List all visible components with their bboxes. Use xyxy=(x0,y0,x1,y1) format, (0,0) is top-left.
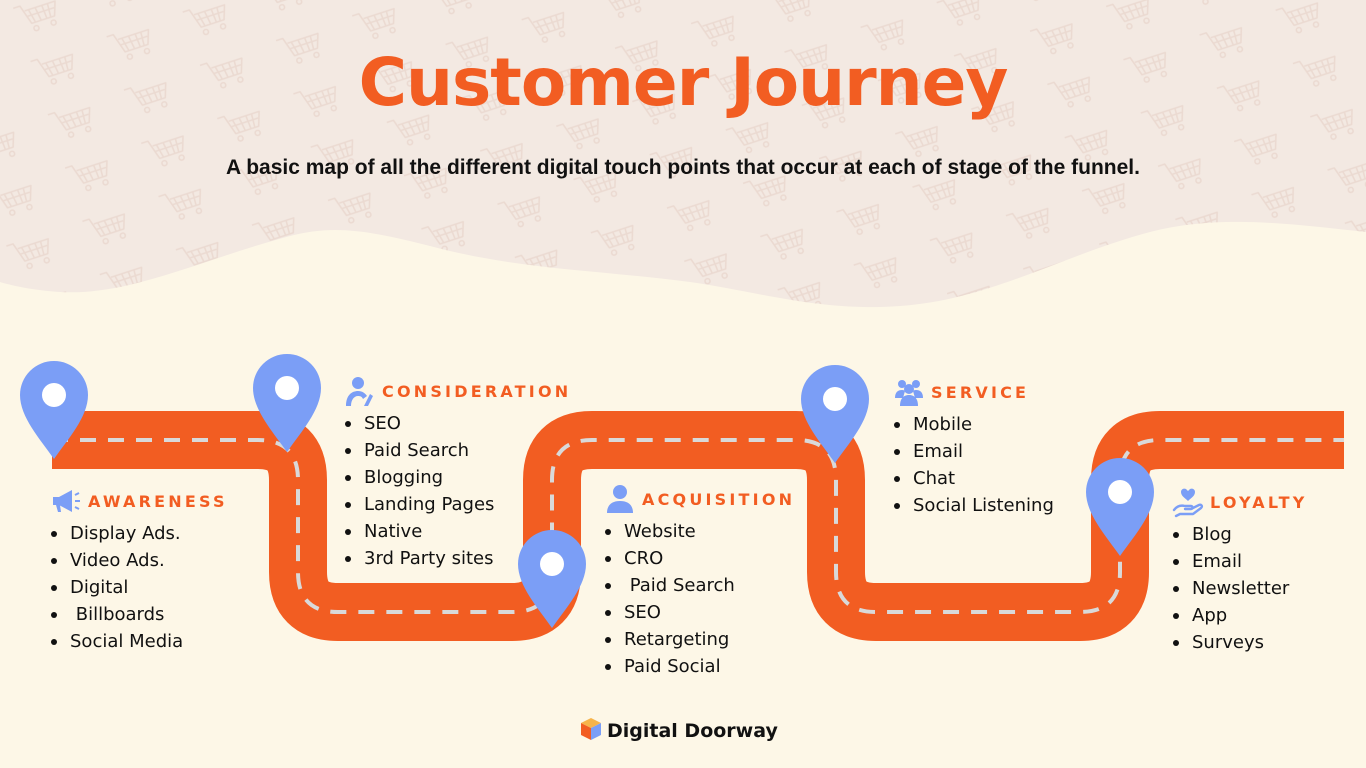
touchpoint-list: Blog Email Newsletter App Surveys xyxy=(1172,521,1308,656)
road-lane-markings xyxy=(52,438,1344,614)
list-item: Digital xyxy=(50,574,228,601)
stage-service: SERVICE Mobile Email Chat Social Listeni… xyxy=(893,375,1054,519)
list-item: Display Ads. xyxy=(50,520,228,547)
list-item: App xyxy=(1172,602,1308,629)
brand-name: Digital Doorway xyxy=(607,720,778,742)
stage-title: SERVICE xyxy=(931,382,1030,402)
location-pin-icon xyxy=(801,365,869,463)
list-item: Landing Pages xyxy=(344,491,571,518)
list-item: Surveys xyxy=(1172,629,1308,656)
list-item: Blog xyxy=(1172,521,1308,548)
list-item: Native xyxy=(344,518,571,545)
stage-title: ACQUISITION xyxy=(642,489,796,509)
megaphone-icon xyxy=(50,485,82,517)
location-pin-icon xyxy=(253,354,321,452)
stage-header: ACQUISITION xyxy=(604,482,795,516)
list-item: Paid Search xyxy=(604,572,795,599)
list-item: CRO xyxy=(604,545,795,572)
list-item: Social Listening xyxy=(893,492,1054,519)
stage-awareness: AWARENESS Display Ads. Video Ads. Digita… xyxy=(50,484,228,655)
list-item: Social Media xyxy=(50,628,228,655)
page-subtitle: A basic map of all the different digital… xyxy=(226,156,1140,179)
stage-acquisition: ACQUISITION Website CRO Paid Search SEO … xyxy=(604,482,795,680)
stage-header: CONSIDERATION xyxy=(344,374,571,408)
list-item: SEO xyxy=(344,410,571,437)
stage-title: CONSIDERATION xyxy=(382,381,572,401)
location-pin-icon xyxy=(20,361,88,459)
stage-header: LOYALTY xyxy=(1172,485,1308,519)
brand-logo: Digital Doorway xyxy=(580,716,778,746)
list-item: Newsletter xyxy=(1172,575,1308,602)
stage-title: AWARENESS xyxy=(88,491,228,511)
location-pin-icon xyxy=(518,530,586,628)
stage-header: SERVICE xyxy=(893,375,1054,409)
touchpoint-list: SEO Paid Search Blogging Landing Pages N… xyxy=(344,410,571,572)
group-icon xyxy=(893,376,925,408)
list-item: Video Ads. xyxy=(50,547,228,574)
stage-header: AWARENESS xyxy=(50,484,228,518)
list-item: Billboards xyxy=(50,601,228,628)
list-item: Paid Social xyxy=(604,653,795,680)
cube-icon xyxy=(580,717,602,746)
list-item: Website xyxy=(604,518,795,545)
touchpoint-list: Website CRO Paid Search SEO Retargeting … xyxy=(604,518,795,680)
list-item: SEO xyxy=(604,599,795,626)
header-background xyxy=(0,0,1366,308)
stage-consideration: CONSIDERATION SEO Paid Search Blogging L… xyxy=(344,374,571,572)
list-item: Blogging xyxy=(344,464,571,491)
list-item: Email xyxy=(1172,548,1308,575)
stage-loyalty: LOYALTY Blog Email Newsletter App Survey… xyxy=(1172,485,1308,656)
list-item: 3rd Party sites xyxy=(344,545,571,572)
list-item: Paid Search xyxy=(344,437,571,464)
page-title: Customer Journey xyxy=(358,44,1009,121)
list-item: Mobile xyxy=(893,411,1054,438)
thinking-person-icon xyxy=(344,375,376,407)
touchpoint-list: Display Ads. Video Ads. Digital Billboar… xyxy=(50,520,228,655)
hand-heart-icon xyxy=(1172,486,1204,518)
location-pin-icon xyxy=(1086,458,1154,556)
touchpoint-list: Mobile Email Chat Social Listening xyxy=(893,411,1054,519)
list-item: Retargeting xyxy=(604,626,795,653)
stage-title: LOYALTY xyxy=(1210,492,1308,512)
road xyxy=(52,411,1344,641)
user-icon xyxy=(604,483,636,515)
list-item: Email xyxy=(893,438,1054,465)
list-item: Chat xyxy=(893,465,1054,492)
